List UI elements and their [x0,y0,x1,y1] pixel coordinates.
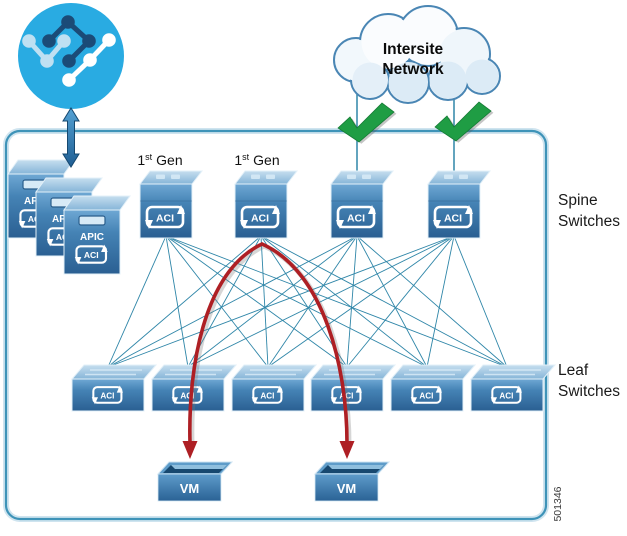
cloud-label-line2: Network [382,61,444,78]
leaf-switch [471,365,555,411]
apic-controller [64,196,130,274]
vm-traffic-path [182,242,355,459]
spine-leaf-link [453,235,508,368]
spine-section-label-line2: Switches [558,213,620,230]
leaf-section-label-line1: Leaf [558,362,589,379]
cloud-label-line1: Intersite [383,41,444,58]
spine-leaf-link [107,235,262,368]
figure-number: 501346 [552,486,564,521]
leaf-section-label-line2: Switches [558,383,620,400]
spine-leaf-link [107,235,358,368]
leaf-switch [72,365,156,411]
molecule-chain-navy [46,18,93,64]
spine-leaf-link [165,235,428,368]
spine-leaf-link [165,235,189,368]
spine-leaf-link [165,235,269,368]
spine-leaf-link [346,235,358,368]
spine-leaf-link [107,235,455,368]
spine-leaf-link [165,235,508,368]
orchestrator-molecule [22,15,116,87]
spine-leaf-link [187,235,358,368]
spine-leaf-link [187,235,455,368]
intersite-cloud: Intersite Network [333,5,501,104]
spine-leaf-link [260,235,508,368]
spine-leaf-link [426,235,455,368]
multisite-orchestrator-icon [18,3,124,168]
spine-leaf-link [356,235,428,368]
leaf-switch [232,365,316,411]
vm-node [314,461,390,502]
traffic-arrowhead-right [339,441,355,459]
spine-section-label-line1: Spine [558,192,598,209]
cloud-fill [335,7,499,102]
fabric-box-border [4,129,548,521]
spine-leaf-link [260,235,269,368]
spine-leaf-link [165,235,348,368]
spine-leaf-link [267,235,455,368]
spine-leaf-link [107,235,167,368]
spine-leaf-mesh [107,235,508,368]
spine-leaf-link [267,235,358,368]
leaf-switch [311,365,395,411]
spine-leaf-link [346,235,455,368]
traffic-path-arc [188,242,349,444]
vm-node [157,461,233,502]
spine-leaf-link [260,235,428,368]
orchestrator-link-arrow [62,107,80,168]
traffic-arrowhead-left [182,441,198,459]
leaf-switch [391,365,475,411]
spine-leaf-link [356,235,508,368]
